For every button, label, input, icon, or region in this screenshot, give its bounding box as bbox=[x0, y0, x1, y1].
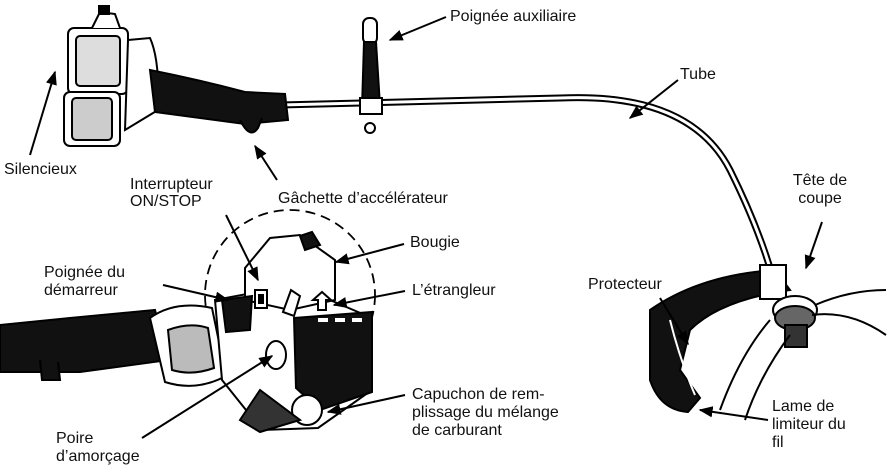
label-throttle-trigger: Gâchette d’accélérateur bbox=[278, 190, 448, 207]
arrow-switch bbox=[225, 214, 259, 282]
label-starter-handle-line2: démarreur bbox=[44, 282, 118, 299]
arrow-throttle bbox=[254, 144, 278, 181]
label-cutting-head-line2: coupe bbox=[798, 190, 842, 207]
label-primer-bulb-line1: Poire bbox=[56, 430, 94, 447]
arrow-guard bbox=[659, 297, 689, 346]
label-cutting-head-line1: Tête de bbox=[792, 172, 848, 189]
label-fuel-cap-line1: Capuchon de rem- bbox=[412, 386, 545, 403]
label-switch-line2: ON/STOP bbox=[130, 193, 202, 210]
label-tube: Tube bbox=[680, 66, 716, 83]
label-auxiliary-handle: Poignée auxiliaire bbox=[450, 8, 577, 25]
arrow-cutting-head bbox=[804, 221, 823, 270]
throttle-handle bbox=[148, 68, 290, 126]
arrow-tube bbox=[628, 79, 679, 119]
label-spark-plug: Bougie bbox=[410, 234, 460, 251]
arrow-primer bbox=[141, 355, 274, 439]
label-guard: Protecteur bbox=[588, 276, 662, 293]
engine-closeup bbox=[0, 209, 376, 434]
engine-block bbox=[63, 5, 160, 147]
leader-arrows bbox=[29, 16, 823, 439]
label-primer-bulb-line2: d’amorçage bbox=[56, 448, 140, 465]
label-muffler: Silencieux bbox=[4, 161, 77, 178]
label-line-limiter-line3: fil bbox=[772, 434, 784, 451]
arrow-starter bbox=[162, 284, 230, 303]
arrow-choke bbox=[332, 290, 406, 309]
auxiliary-handle-art bbox=[359, 17, 383, 134]
trimmer-overview bbox=[63, 5, 887, 421]
arrow-auxiliary-handle bbox=[388, 16, 447, 41]
label-fuel-cap-line2: plissage du mélange bbox=[412, 404, 559, 421]
arrow-spark-plug bbox=[334, 243, 405, 265]
label-choke: L’étrangleur bbox=[412, 282, 496, 299]
label-starter-handle-line1: Poignée du bbox=[44, 264, 125, 281]
arrow-muffler bbox=[29, 70, 57, 156]
label-line-limiter-line1: Lame de bbox=[772, 398, 835, 415]
guard-and-head-art bbox=[649, 264, 887, 421]
label-switch-line1: Interrupteur bbox=[130, 176, 213, 193]
label-line-limiter-line2: limiteur du bbox=[772, 416, 846, 433]
arrow-line-limiter bbox=[698, 406, 769, 421]
arrow-fuel-cap bbox=[326, 394, 406, 415]
label-fuel-cap-line3: de carburant bbox=[412, 422, 502, 439]
